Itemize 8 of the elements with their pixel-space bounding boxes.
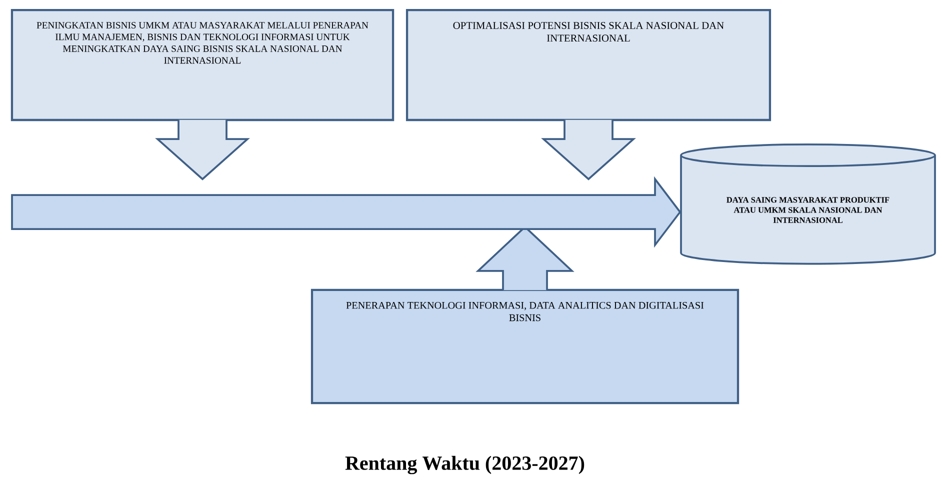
text-box: OPTIMALISASI POTENSI BISNIS SKALA NASIONAL DAN INTERNASIONAL [406,8,772,122]
text-box: PENINGKATAN BISNIS UMKM ATAU MASYARAKAT MELALUI PENERAPAN ILMU MANAJEMEN, BISNIS DAN TEKNOLOGI INFORMASI UNTUK MENINGKATKAN DAYA SAING BISNIS SKALA NASIONAL DAN INTERNASIONAL [10,8,394,122]
cylinder: DAYA SAING MASYARAKAT PRODUKTIF ATAU UMKM SKALA NASIONAL DAN INTERNASIONAL [680,144,936,265]
block-arrow [155,118,250,180]
block-arrow [541,118,636,180]
caption: Rentang Waktu (2023-2027) [345,456,584,474]
text-box: PENERAPAN TEKNOLOGI INFORMASI, DATA ANALITICS DAN DIGITALISASI BISNIS [310,288,740,404]
block-arrow [11,176,682,248]
